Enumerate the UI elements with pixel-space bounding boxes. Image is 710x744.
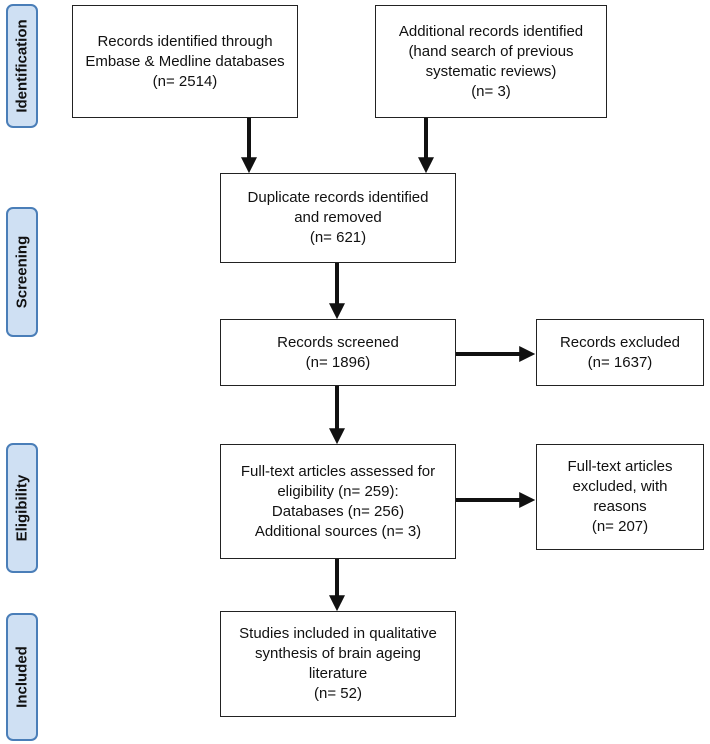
- box-duplicates-removed-text: Duplicate records identified and removed…: [247, 189, 429, 246]
- stage-identification: Identification: [6, 4, 38, 128]
- box-duplicates-removed: Duplicate records identified and removed…: [220, 173, 456, 263]
- box-studies-included: Studies included in qualitative synthesi…: [220, 611, 456, 717]
- box-records-identified: Records identified through Embase & Medl…: [72, 5, 298, 118]
- box-records-identified-text: Records identified through Embase & Medl…: [85, 32, 285, 90]
- box-records-screened-text: Records screened (n= 1896): [277, 333, 399, 371]
- stage-screening: Screening: [6, 207, 38, 337]
- box-fulltext-assessed-text: Full-text articles assessed for eligibil…: [240, 462, 436, 540]
- box-records-screened: Records screened (n= 1896): [220, 319, 456, 386]
- box-records-excluded-text: Records excluded (n= 1637): [559, 333, 681, 371]
- stage-included: Included: [6, 613, 38, 741]
- box-studies-included-text: Studies included in qualitative synthesi…: [239, 625, 437, 702]
- box-records-excluded: Records excluded (n= 1637): [536, 319, 704, 386]
- box-fulltext-excluded-text: Full-text articles excluded, with reason…: [567, 458, 673, 535]
- box-fulltext-excluded: Full-text articles excluded, with reason…: [536, 444, 704, 550]
- box-additional-records-text: Additional records identified (hand sear…: [398, 22, 584, 100]
- box-additional-records: Additional records identified (hand sear…: [375, 5, 607, 118]
- box-fulltext-assessed: Full-text articles assessed for eligibil…: [220, 444, 456, 559]
- stage-eligibility: Eligibility: [6, 443, 38, 573]
